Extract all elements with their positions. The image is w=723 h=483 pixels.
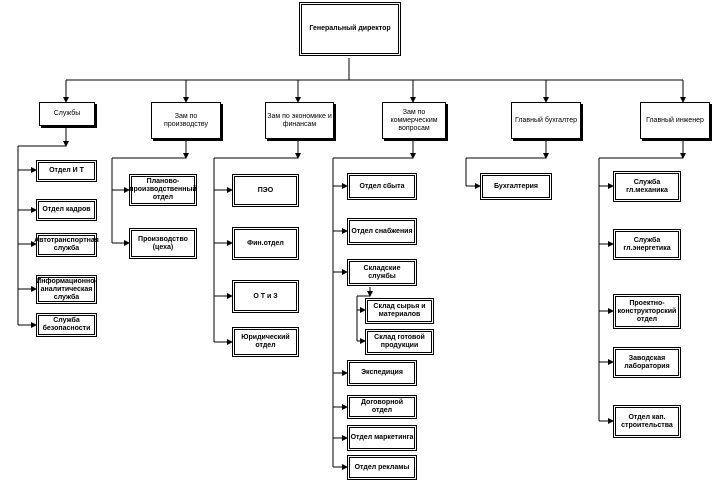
engineering-item: Служба гл.энергетика xyxy=(613,229,681,260)
production-item: Производство (цеха) xyxy=(129,228,197,259)
engineering-item: Заводская лаборатория xyxy=(613,347,681,378)
economics-item: ПЭО xyxy=(232,174,299,207)
head-commercial: Зам по коммерческим вопросам xyxy=(382,102,446,139)
commercial-item: Складские службы xyxy=(347,259,417,286)
commercial-item: Договорной отдел xyxy=(347,395,417,419)
warehouse-item: Склад готовой продукции xyxy=(365,329,434,355)
services-item: Служба безопасности xyxy=(36,313,97,337)
head-chief-engineer: Главный инженер xyxy=(640,102,710,139)
economics-item: О Т и З xyxy=(232,280,299,313)
engineering-item: Проектно- конструкторский отдел xyxy=(613,294,681,329)
commercial-item: Отдел сбыта xyxy=(347,173,417,200)
commercial-item: Отдел снабжения xyxy=(347,218,417,245)
general-director-box: Генеральный директор xyxy=(299,2,401,56)
engineering-item: Отдел кап. строительства xyxy=(613,405,681,438)
head-chief-accountant: Главный бухгалтер xyxy=(511,102,581,139)
services-item: Информационно- аналитическая служба xyxy=(36,275,97,304)
commercial-item: Экспедиция xyxy=(347,360,417,386)
commercial-item: Отдел маркетинга xyxy=(347,425,417,451)
commercial-item: Отдел рекламы xyxy=(347,455,417,480)
economics-item: Фин.отдел xyxy=(232,227,299,260)
head-services: Службы xyxy=(39,102,95,126)
services-item: Автотранспортная служба xyxy=(34,233,99,257)
services-item: Отдел И Т xyxy=(36,160,97,182)
economics-item: Юридический отдел xyxy=(232,327,299,357)
services-item: Отдел кадров xyxy=(36,199,97,221)
head-economics: Зам по экономике и финансам xyxy=(265,102,334,139)
warehouse-item: Склад сырья и материалов xyxy=(365,298,434,324)
head-production: Зам по производству xyxy=(151,102,221,139)
engineering-item: Служба гл.механика xyxy=(613,171,681,202)
production-item: Планово- производственный отдел xyxy=(129,174,197,206)
accounting-item: Бухгалтерия xyxy=(480,173,552,200)
